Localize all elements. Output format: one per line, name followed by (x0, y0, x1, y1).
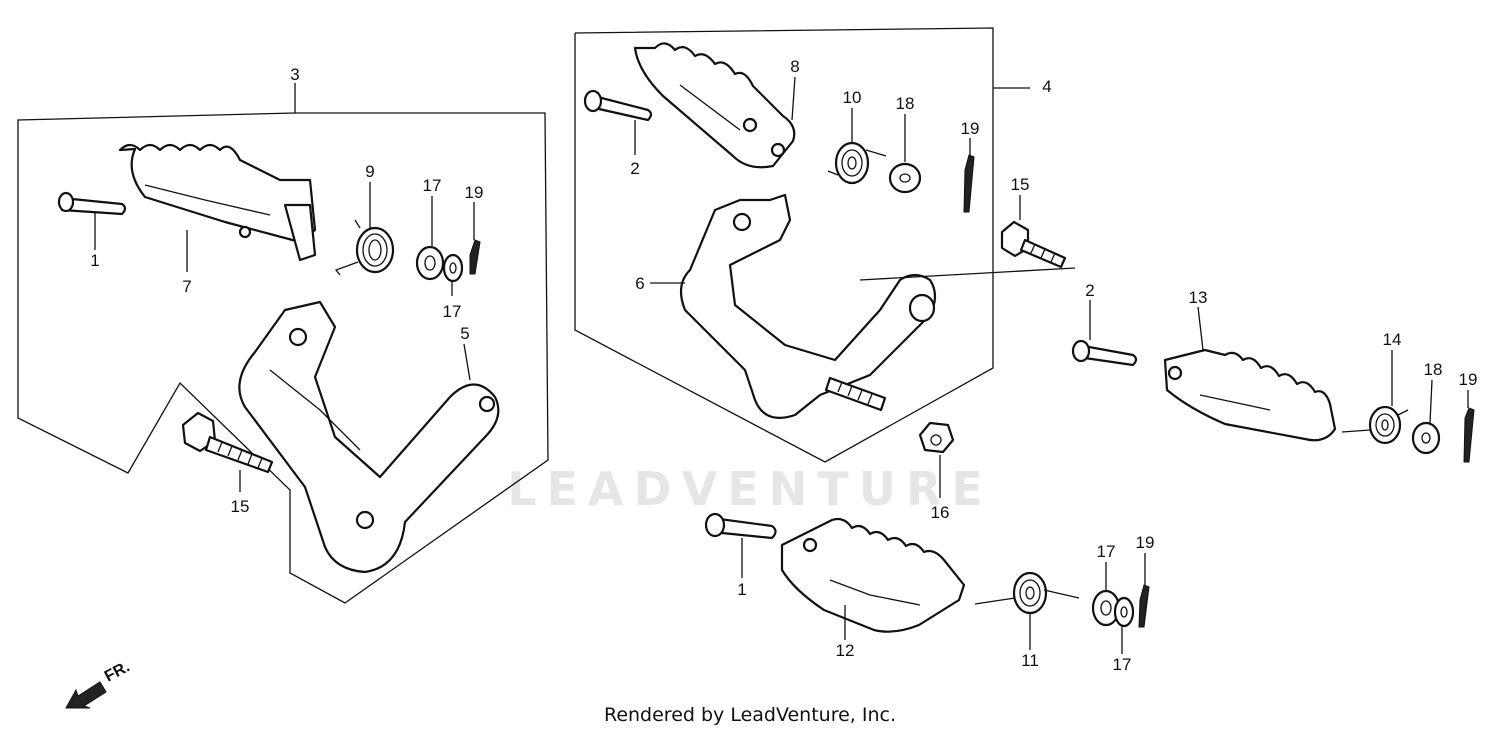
leader-5 (463, 343, 471, 381)
leader-box4-ref (859, 267, 1076, 281)
callout-5: 5 (460, 324, 469, 343)
callout-3: 3 (290, 65, 299, 84)
leader-8 (791, 76, 796, 121)
callout-19-right: 19 (1459, 370, 1478, 389)
washer-part-17-left (415, 245, 464, 283)
washer-part-17-bottom (1091, 589, 1135, 628)
cotter-pin-part-19-upper (963, 154, 975, 213)
callout-17-bottom-bottom: 17 (1113, 655, 1132, 674)
spring-part-14 (1341, 405, 1409, 445)
callout-7: 7 (182, 277, 191, 296)
spring-part-10 (827, 141, 887, 185)
callout-13: 13 (1189, 288, 1208, 307)
cotter-pin-part-19-bottom (1138, 584, 1150, 628)
front-direction-arrow-icon (65, 681, 107, 709)
callout-2-upper: 2 (630, 159, 639, 178)
callout-14: 14 (1383, 330, 1402, 349)
spring-part-11 (974, 571, 1080, 615)
callout-18-upper: 18 (896, 94, 915, 113)
leader-18b (1429, 379, 1433, 424)
callout-12: 12 (836, 641, 855, 660)
callout-17-left-top: 17 (423, 176, 442, 195)
assembly-box-3-outline (17, 112, 549, 604)
callout-15-right: 15 (1011, 175, 1030, 194)
bracket-part-6 (679, 193, 937, 419)
leader-13 (1197, 306, 1204, 351)
cotter-pin-part-19-left (469, 239, 481, 275)
spring-part-9 (334, 219, 395, 276)
callout-19-bottom: 19 (1136, 533, 1155, 552)
callout-4: 4 (1042, 77, 1051, 96)
nut-part-16 (918, 421, 955, 454)
callout-2-right: 2 (1085, 281, 1094, 300)
washer-part-18-right (1411, 421, 1441, 455)
cotter-pin-part-19-right (1463, 407, 1475, 463)
footpeg-part-7 (118, 143, 317, 262)
callout-17-left-bottom: 17 (443, 302, 462, 321)
footpeg-part-8 (633, 42, 796, 169)
pin-part-2-right (1071, 339, 1138, 367)
callout-15-left: 15 (231, 497, 250, 516)
callout-6: 6 (635, 274, 644, 293)
footer-credit: Rendered by LeadVenture, Inc. (603, 704, 897, 726)
washer-part-18-upper (888, 162, 922, 194)
footpeg-part-13 (1163, 348, 1337, 442)
callout-1-left: 1 (90, 251, 99, 270)
pin-part-1-left (57, 191, 127, 216)
front-direction-label: FR. (102, 658, 133, 685)
bolt-part-15-right (1000, 220, 1067, 269)
assembly-box-4-outline (574, 27, 994, 463)
watermark-text: LEADVENTURE (507, 462, 993, 516)
callout-1-bottom: 1 (737, 580, 746, 599)
callout-10: 10 (843, 88, 862, 107)
pin-part-1-bottom (704, 512, 777, 540)
callout-8: 8 (790, 57, 799, 76)
callout-17-bottom-top: 17 (1097, 542, 1116, 561)
callout-9: 9 (365, 162, 374, 181)
pin-part-2-upper (583, 89, 653, 122)
bracket-part-5 (238, 300, 500, 574)
callout-19-upper: 19 (961, 119, 980, 138)
callout-18-right: 18 (1424, 360, 1443, 379)
footpeg-part-12 (780, 517, 966, 633)
callout-16: 16 (931, 503, 950, 522)
callout-11: 11 (1021, 651, 1039, 670)
callout-19-left: 19 (465, 183, 484, 202)
bolt-part-15-left (181, 411, 274, 474)
